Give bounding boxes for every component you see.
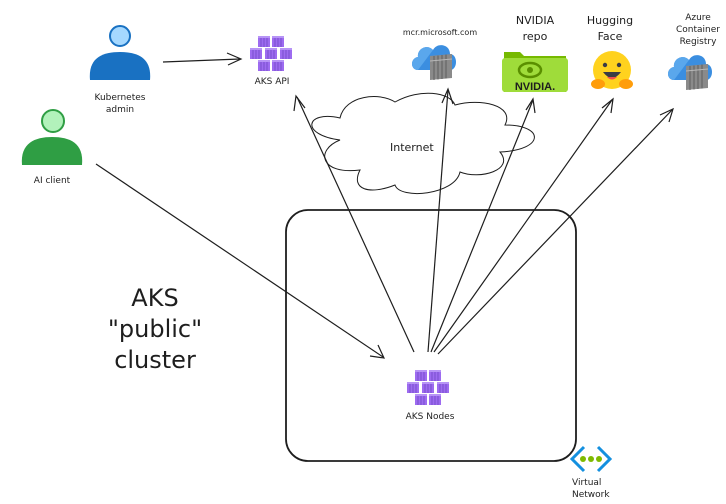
- mcr-node: mcr.microsoft.com: [403, 28, 477, 81]
- hugging-face-emoji-icon: [591, 51, 633, 89]
- cluster-boundary: [285, 209, 577, 462]
- cluster-title: AKS "public" cluster: [108, 284, 202, 374]
- cloud-registry-icon: [411, 44, 457, 81]
- arrow-nodes-to-acr: [437, 107, 674, 355]
- person-body-icon: [89, 52, 151, 80]
- acr-node: Azure Container Registry: [667, 13, 720, 91]
- acr-label-1: Azure: [685, 13, 711, 23]
- kubernetes-containers-icon: [407, 370, 449, 405]
- person-body-icon: [21, 137, 83, 165]
- kubernetes-containers-icon: [250, 36, 292, 71]
- aks-nodes-label: AKS Nodes: [406, 412, 455, 422]
- ai-client-label: AI client: [34, 176, 71, 186]
- arrow-nodes-to-mcr: [427, 87, 454, 353]
- nvidia-label-1: NVIDIA: [516, 14, 555, 27]
- mcr-label: mcr.microsoft.com: [403, 28, 477, 37]
- internet-label: Internet: [390, 141, 434, 154]
- virtual-network-icon: [569, 445, 613, 473]
- kubernetes-admin-label-1: Kubernetes: [95, 93, 146, 103]
- vnet-label-1: Virtual: [572, 478, 601, 488]
- hugging-face-label-1: Hugging: [587, 14, 633, 27]
- kubernetes-admin-label-2: admin: [106, 105, 134, 115]
- virtual-network-node: Virtual Network: [569, 445, 613, 500]
- arrow-admin-to-api: [162, 52, 243, 66]
- nvidia-logo-text: NVIDIA.: [515, 81, 555, 93]
- aks-api-node: AKS API: [250, 36, 292, 87]
- arrow-nodes-to-huggingface: [433, 97, 614, 353]
- ai-client-actor: AI client: [21, 109, 83, 186]
- cluster-title-line-2: "public": [108, 315, 202, 343]
- cluster-title-line-1: AKS: [131, 284, 178, 312]
- hugging-face-node: Hugging Face: [587, 14, 633, 89]
- person-head-icon: [41, 109, 65, 133]
- nvidia-repo-node: NVIDIA repo NVIDIA.: [502, 14, 568, 93]
- person-head-icon: [109, 25, 131, 47]
- aks-nodes-node: AKS Nodes: [406, 370, 455, 422]
- cluster-title-line-3: cluster: [114, 346, 196, 374]
- arrow-nodes-to-api: [293, 94, 415, 353]
- aks-api-label: AKS API: [255, 77, 290, 87]
- cloud-registry-icon: [667, 54, 713, 91]
- acr-label-2: Container: [676, 25, 720, 35]
- hugging-face-label-2: Face: [598, 30, 623, 43]
- arrow-nodes-to-nvidia: [430, 97, 536, 353]
- arrow-client-to-nodes: [95, 163, 386, 359]
- nvidia-label-2: repo: [523, 30, 548, 43]
- acr-label-3: Registry: [680, 37, 718, 47]
- kubernetes-admin-actor: Kubernetes admin: [89, 25, 151, 115]
- vnet-label-2: Network: [572, 490, 610, 500]
- nvidia-folder-icon: NVIDIA.: [502, 52, 568, 93]
- internet-cloud: [311, 92, 535, 195]
